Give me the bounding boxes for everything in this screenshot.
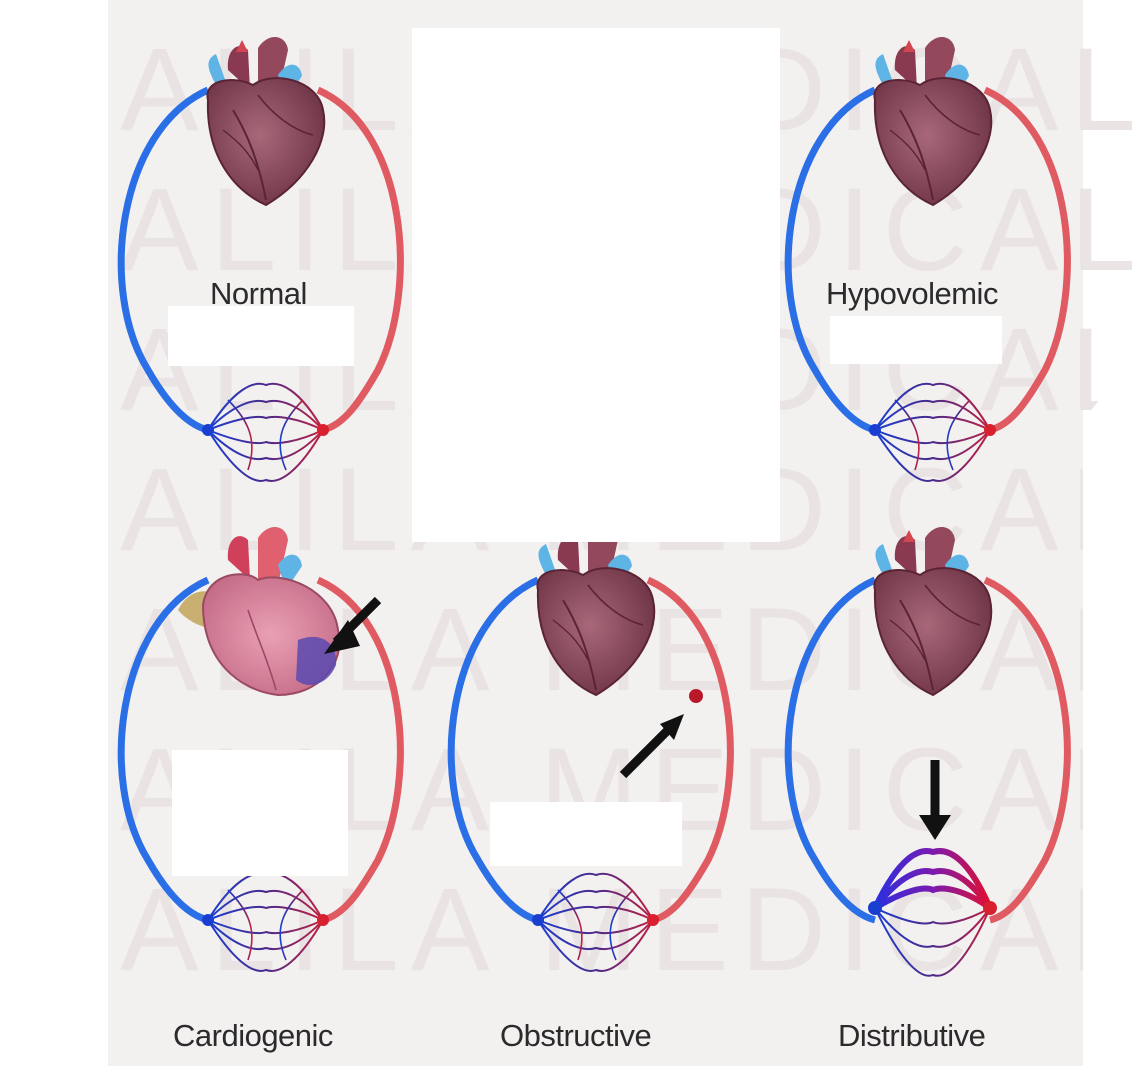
- right-edge-mask: [1083, 360, 1132, 1066]
- left-edge-mask: [0, 0, 108, 1066]
- label-cardiogenic: Cardiogenic: [173, 1018, 333, 1054]
- label-distributive: Distributive: [838, 1018, 985, 1054]
- label-mask-cardiogenic: [172, 750, 348, 876]
- label-mask-normal: [168, 306, 354, 366]
- label-obstructive: Obstructive: [500, 1018, 651, 1054]
- blank-panel-mask: [412, 28, 780, 542]
- label-normal: Normal: [210, 276, 307, 312]
- label-mask-hypovolemic: [830, 316, 1002, 364]
- label-hypovolemic: Hypovolemic: [826, 276, 998, 312]
- label-mask-obstructive: [490, 802, 682, 866]
- blockage-icon: [689, 689, 703, 703]
